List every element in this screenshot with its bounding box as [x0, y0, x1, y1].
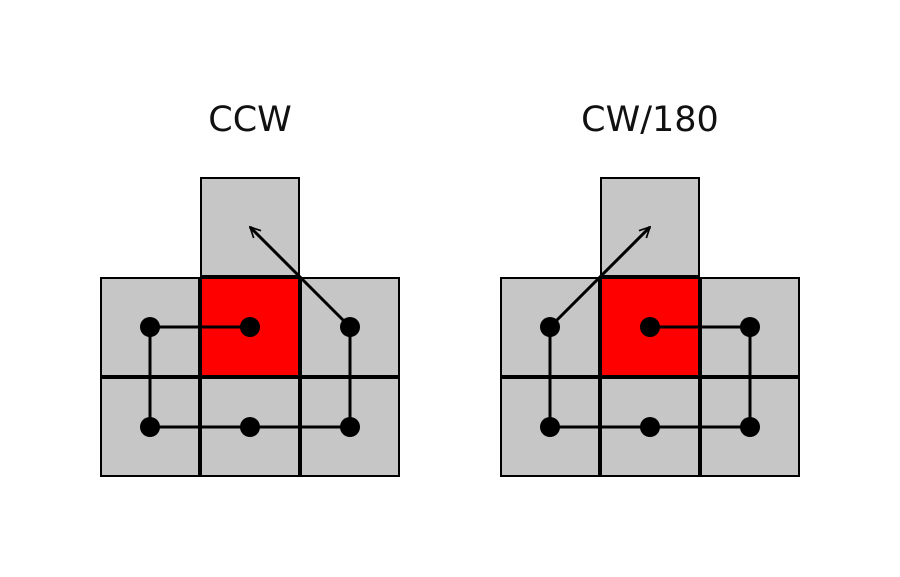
path-segment-final-arrow: [548, 227, 650, 329]
path-point: [640, 317, 660, 337]
ccw-path: [142, 227, 358, 435]
path-point: [340, 317, 360, 337]
path-point: [140, 417, 160, 437]
path-point: [240, 317, 260, 337]
cw180-path: [542, 227, 758, 435]
path-point: [340, 417, 360, 437]
path-point: [640, 417, 660, 437]
cw180-diagram: [500, 177, 800, 477]
path-point: [540, 317, 560, 337]
ccw-points: [140, 317, 360, 437]
path-point: [240, 417, 260, 437]
path-point: [140, 317, 160, 337]
diagram-title-ccw: CCW: [208, 100, 292, 140]
diagram-title-cw180: CW/180: [581, 100, 719, 140]
path-point: [740, 417, 760, 437]
path-segment-final-arrow: [250, 227, 352, 329]
path-point: [740, 317, 760, 337]
ccw-diagram: [100, 177, 400, 477]
cw180-points: [540, 317, 760, 437]
path-point: [540, 417, 560, 437]
